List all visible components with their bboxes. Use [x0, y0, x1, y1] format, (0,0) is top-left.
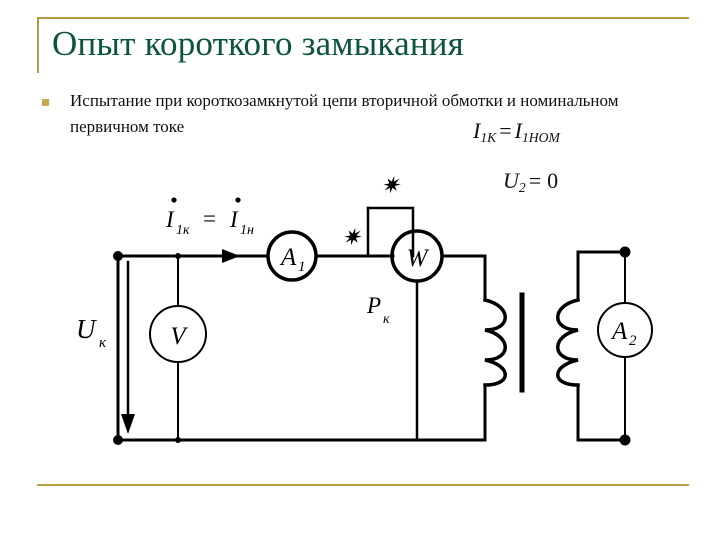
- transformer-primary-winding: [482, 297, 507, 387]
- formula-current-lhs-sub: 1К: [480, 129, 497, 145]
- label-ammeter-secondary-sub: 2: [629, 333, 637, 349]
- phasor-dot-rhs-icon: [235, 197, 241, 203]
- label-power-sub: к: [383, 312, 390, 327]
- node-dot-voltmeter-top: [175, 253, 181, 259]
- phasor-dot-lhs-icon: [171, 197, 177, 203]
- wattmeter-voltage-coil-frame: [366, 206, 415, 258]
- formula-current-rhs: I: [514, 118, 522, 143]
- slide-bottom-rule: [37, 484, 689, 486]
- label-power-symbol: P: [366, 293, 381, 318]
- current-direction-arrowhead: [222, 249, 240, 263]
- node-dot-top-left: [113, 251, 123, 261]
- formula-u2-operator: =: [528, 168, 542, 193]
- label-source-voltage-symbol: U: [76, 314, 97, 344]
- node-dot-secondary-top: [619, 246, 631, 258]
- polarity-mark-voltage-icon: ✷: [380, 173, 401, 198]
- formula-secondary-voltage: U2=0: [503, 168, 561, 196]
- label-current-rhs: I: [229, 207, 239, 232]
- bullet-item-label: Испытание при короткозамкнутой цепи втор…: [70, 91, 619, 136]
- formula-u2-lhs: U: [503, 168, 519, 193]
- label-ammeter-secondary-symbol: A: [610, 318, 628, 345]
- label-source-voltage: U к: [76, 314, 107, 351]
- label-wattmeter-symbol: W: [407, 245, 430, 272]
- voltmeter-symbol: [149, 305, 207, 363]
- label-ammeter-primary-sub: 1: [298, 259, 306, 275]
- formula-current-equality: I1К=I1НОМ: [473, 118, 560, 146]
- bullet-square-icon: [42, 99, 49, 106]
- transformer-secondary-winding: [556, 297, 581, 387]
- label-source-voltage-sub: к: [99, 335, 107, 351]
- label-current-phasor: I 1к = I 1н: [165, 197, 254, 238]
- label-ammeter-primary: A 1: [279, 244, 306, 275]
- label-current-lhs-sub: 1к: [176, 223, 190, 238]
- node-dot-secondary-bottom: [619, 434, 631, 446]
- label-current-rhs-sub: 1н: [240, 223, 254, 238]
- title-left-rule: [37, 17, 39, 73]
- formula-current-lhs: I: [473, 118, 481, 143]
- label-power: P к: [366, 293, 390, 327]
- formula-current-rhs-sub: 1НОМ: [521, 129, 560, 145]
- label-ammeter-secondary: A 2: [610, 318, 637, 349]
- label-current-operator: =: [203, 206, 216, 231]
- label-voltmeter-symbol: V: [170, 323, 188, 350]
- ammeter-secondary-symbol: [597, 302, 653, 358]
- node-dot-bottom-left: [113, 435, 123, 445]
- formula-current-operator: =: [499, 118, 512, 143]
- node-dot-voltmeter-bottom: [175, 437, 181, 443]
- formula-u2-value: 0: [547, 168, 559, 193]
- page-title: Опыт короткого замыкания: [52, 24, 464, 63]
- polarity-mark-current-icon: ✷: [341, 225, 362, 250]
- title-top-rule: [37, 17, 689, 19]
- label-current-lhs: I: [165, 207, 175, 232]
- ammeter-primary-symbol: [266, 230, 318, 282]
- source-voltage-arrow-head: [121, 414, 135, 434]
- formula-u2-lhs-sub: 2: [518, 179, 526, 195]
- label-ammeter-primary-symbol: A: [279, 244, 297, 271]
